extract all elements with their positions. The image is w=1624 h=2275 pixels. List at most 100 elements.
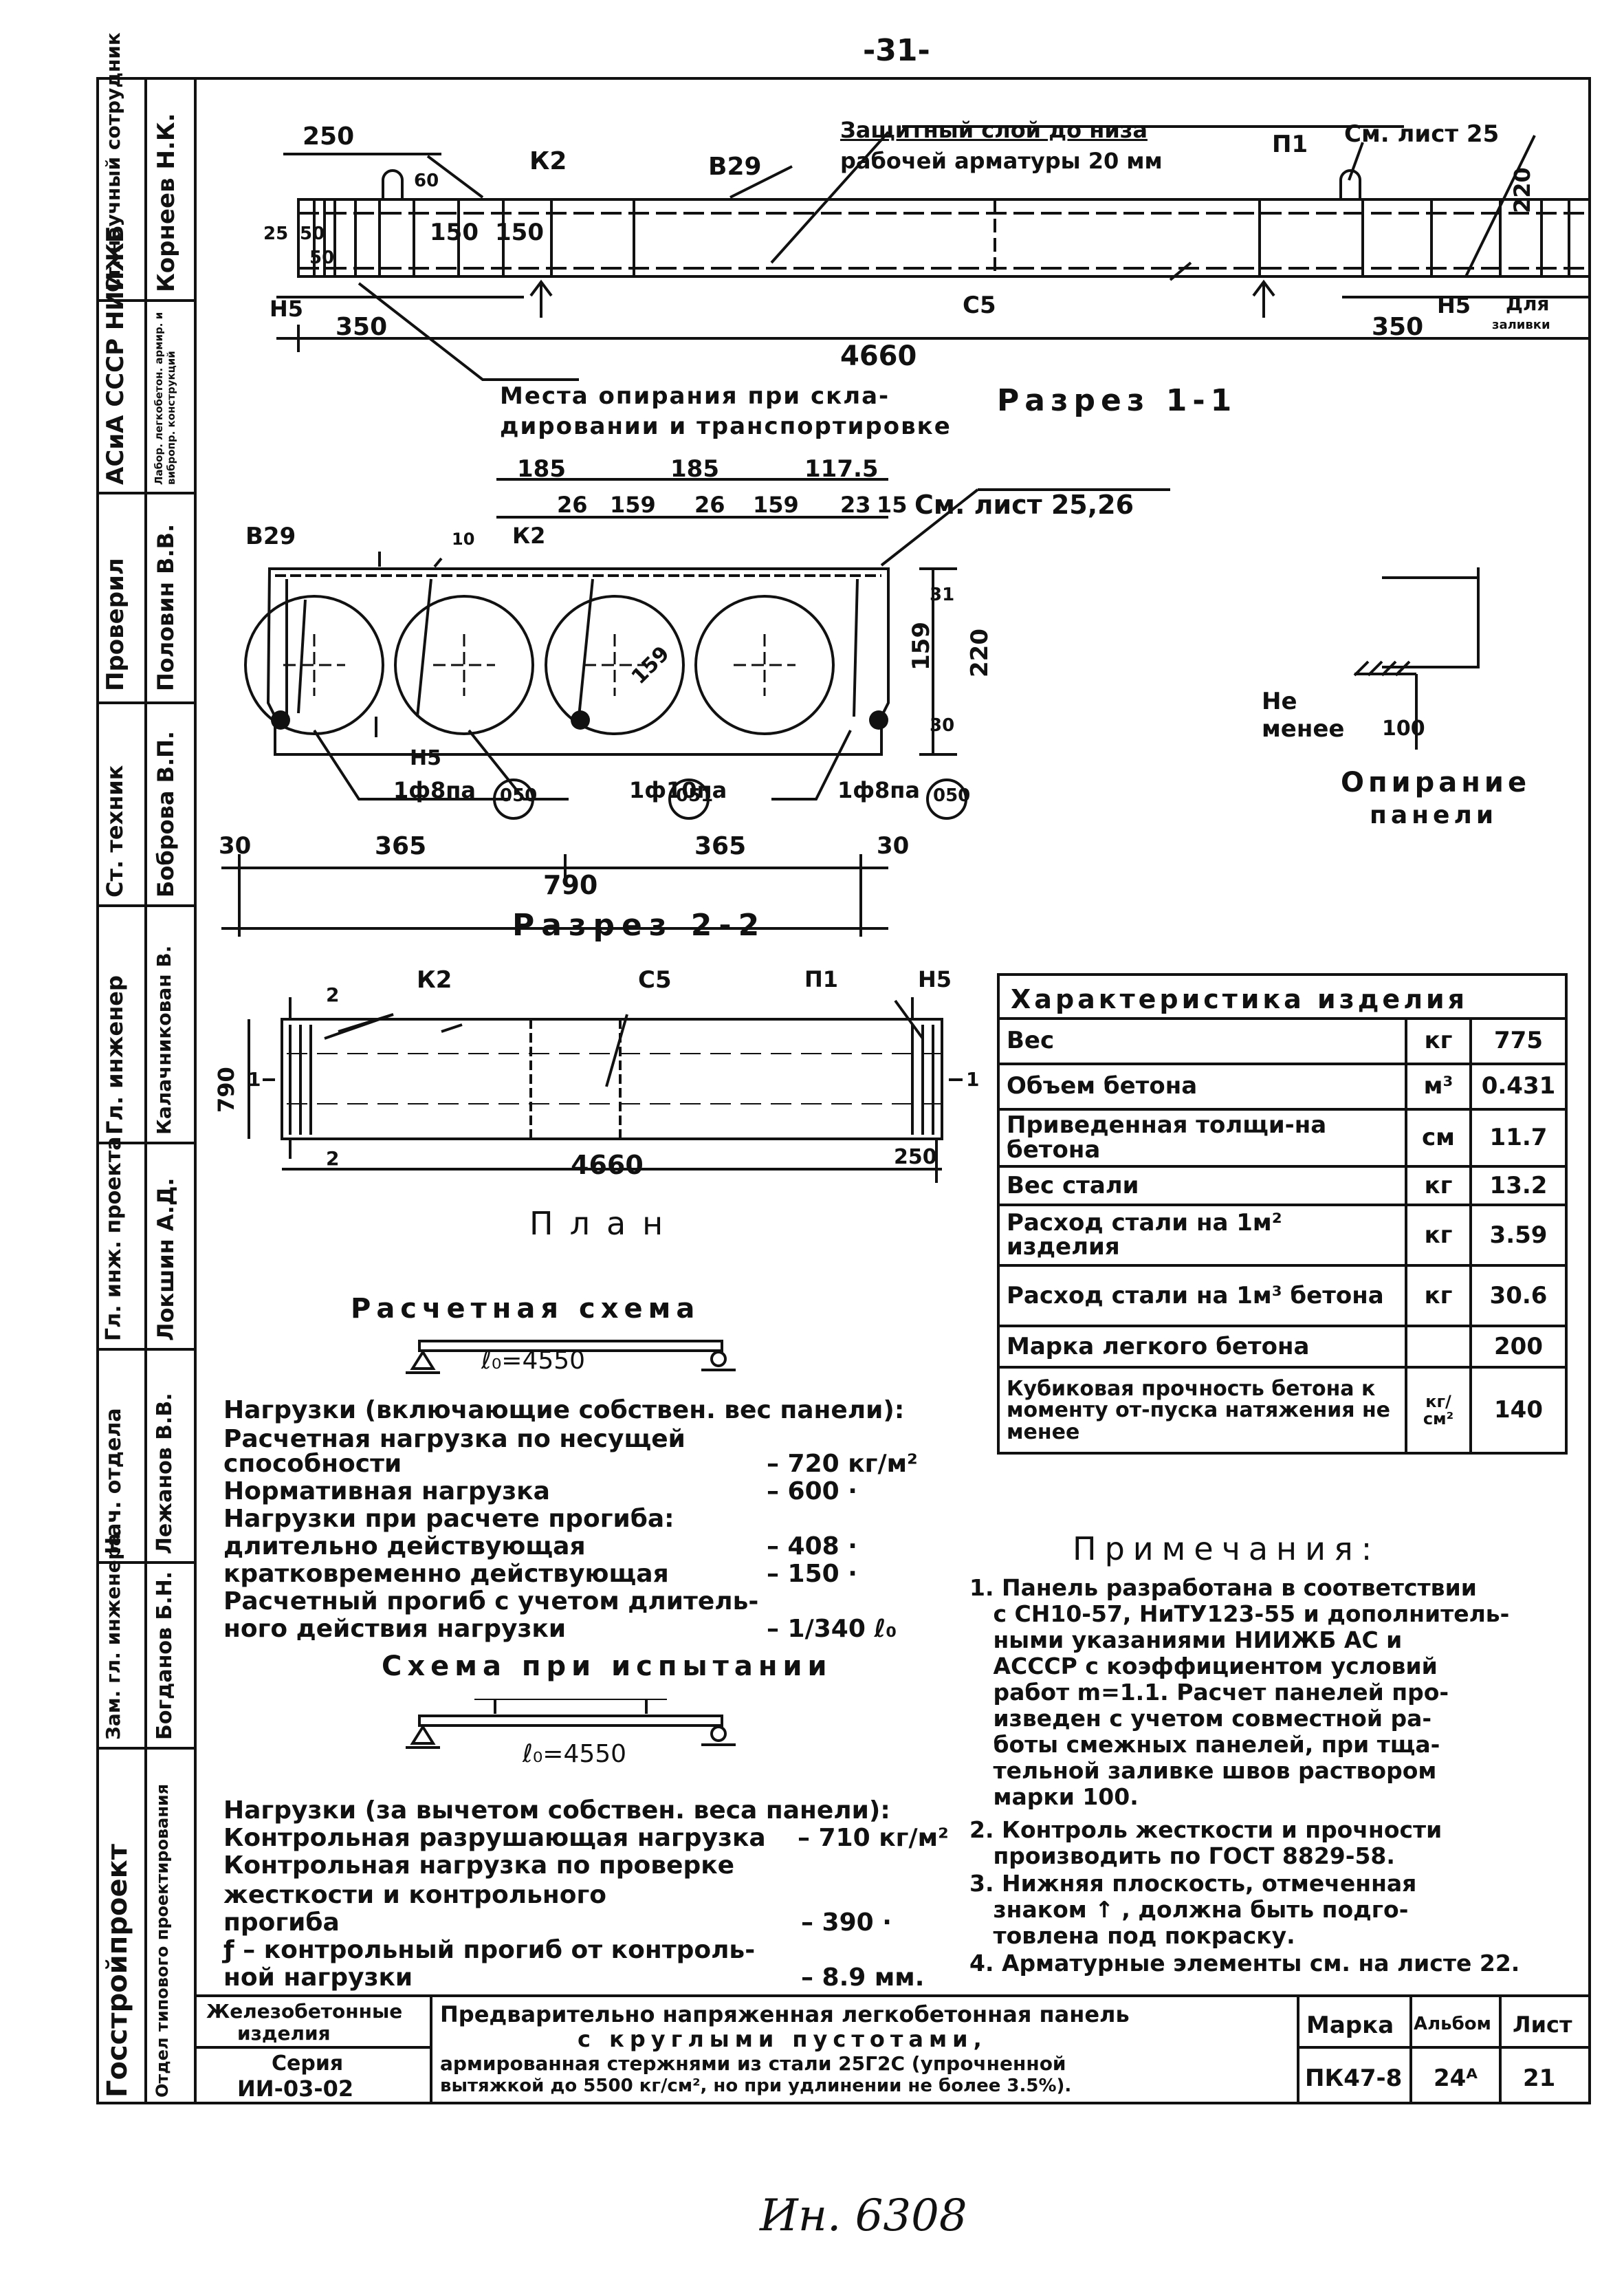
note-item-2: 2. Контроль жесткости и прочности произв… — [969, 1816, 1442, 1869]
stamp-name-8: Богданов Б.Н. — [153, 1571, 177, 1740]
cover-note-1: Защитный слой до низа — [840, 117, 1148, 143]
stamp-name-6: Локшин А.Д. — [153, 1177, 179, 1341]
stamp-role-2: АСиА СССР НИИЖБ — [102, 225, 129, 485]
char-value: 3.59 — [1469, 1204, 1568, 1267]
section-2-2-drawing — [221, 478, 1170, 937]
plan-label-n5: Н5 — [918, 966, 952, 992]
test-scheme-beam — [406, 1699, 736, 1749]
tb-desc-4: вытяжкой до 5500 кг/см², но при удлинени… — [440, 2076, 1072, 2096]
dim-30-v: 30 — [930, 715, 955, 736]
note-item-1: 1. Панель разработана в соответствии с С… — [969, 1574, 1510, 1810]
calc-load-value: – 720 кг/м² — [767, 1450, 918, 1478]
dim-350-left: 350 — [336, 313, 388, 341]
char-value: 775 — [1469, 1017, 1568, 1065]
calc-load-label: Расчетная нагрузка по несущей — [223, 1425, 685, 1453]
dim-220-s2: 220 — [966, 629, 994, 677]
test-load-label: ной нагрузки — [223, 1963, 413, 1992]
dim-159-a: 159 — [610, 492, 656, 518]
tb-desc-2: с круглыми пустотами, — [578, 2026, 987, 2052]
supports-note-1: Места опирания при скла- — [500, 382, 890, 410]
bar-call-1: 1ф8па — [393, 777, 476, 803]
calc-load-value: – 408 · — [767, 1532, 857, 1560]
support-dim-100: 100 — [1382, 717, 1425, 741]
char-value: 11.7 — [1469, 1107, 1568, 1168]
dim-50a: 50 — [300, 224, 325, 244]
note-item-4: 4. Арматурные элементы см. на листе 22. — [969, 1950, 1520, 1977]
notes-title: Примечания: — [1073, 1530, 1381, 1567]
test-load-label: Контрольная нагрузка по проверке — [223, 1851, 735, 1880]
plan-label-k2: К2 — [417, 966, 452, 994]
calc-span: ℓ₀=4550 — [481, 1347, 586, 1375]
dim-350-right: 350 — [1372, 313, 1424, 341]
char-unit: кг — [1405, 1017, 1472, 1065]
label-k2: К2 — [529, 147, 567, 175]
support-detail-drawing — [1353, 567, 1480, 750]
stamp-name-4: Боброва В.П. — [153, 730, 179, 897]
calc-load-value: – 600 · — [767, 1477, 857, 1505]
plan-cut-2-bottom: 2 — [326, 1147, 340, 1170]
label-p1: П1 — [1272, 131, 1308, 158]
calc-load-label: ного действия нагрузки — [223, 1615, 567, 1643]
section-1-1-drawing — [276, 125, 1591, 381]
stamp-dept: Отдел типового проектирования — [153, 1783, 172, 2098]
plan-title: План — [529, 1205, 680, 1242]
support-title-1: Опирание — [1341, 767, 1531, 798]
plan-dim-250: 250 — [894, 1145, 937, 1169]
stamp-role-3: Проверил — [102, 558, 129, 691]
calc-scheme-title: Расчетная схема — [351, 1293, 701, 1325]
dim-30-left: 30 — [219, 832, 252, 860]
dim-4660: 4660 — [840, 340, 917, 372]
cover-note-2: рабочей арматуры 20 мм — [840, 148, 1163, 174]
see-sheet-25-26: См. лист 25,26 — [914, 490, 1134, 520]
grout-note-2: заливки — [1492, 318, 1550, 332]
dim-15: 15 — [877, 492, 908, 518]
char-name: Расход стали на 1м² изделия — [997, 1204, 1407, 1267]
bar-call-3: 1ф8па — [837, 777, 920, 803]
char-name: Вес стали — [997, 1165, 1407, 1207]
label-v29: В29 — [708, 153, 762, 181]
dim-250: 250 — [303, 122, 355, 151]
char-unit: кг — [1405, 1165, 1472, 1207]
stamp-name-7: Лежанов В.В. — [153, 1393, 177, 1554]
dim-159-v: 159 — [908, 622, 935, 671]
calc-load-label: длительно действующая — [223, 1532, 586, 1560]
plan-dim-790: 790 — [213, 1067, 239, 1113]
test-load-label: жесткости и контрольного — [223, 1881, 607, 1909]
test-load-value: – 8.9 мм. — [801, 1963, 925, 1992]
plan-dim-4660: 4660 — [571, 1150, 644, 1180]
calc-load-label: Нагрузки при расчете прогиба: — [223, 1505, 674, 1533]
char-unit: м³ — [1405, 1063, 1472, 1111]
stamp-name-3: Половин В.В. — [153, 523, 179, 691]
title-block — [194, 1994, 1591, 2104]
bar-mark-1: 050 — [500, 785, 538, 806]
tb-album-label: Альбом — [1414, 2014, 1491, 2034]
support-min-1: Не — [1262, 688, 1297, 715]
tb-series: ИИ-03-02 — [237, 2076, 354, 2102]
dim-26-a: 26 — [557, 492, 588, 518]
plan-cut-1-right: 1 — [966, 1068, 980, 1091]
char-unit — [1405, 1325, 1472, 1369]
test-span: ℓ₀=4550 — [523, 1740, 627, 1768]
dim-26-b: 26 — [694, 492, 725, 518]
inventory-number: Ин. 6308 — [760, 2190, 967, 2241]
char-name: Объем бетона — [997, 1063, 1407, 1111]
dim-790: 790 — [543, 870, 598, 900]
characteristics-title: Характеристика изделия — [997, 973, 1568, 1019]
label-v29-s2: В29 — [245, 523, 296, 550]
char-unit: см — [1405, 1107, 1472, 1168]
stamp-role-6: Гл. инж. проекта — [102, 1136, 126, 1341]
dim-150a: 150 — [430, 219, 479, 246]
dim-365-right: 365 — [694, 832, 747, 860]
char-name: Приведенная толщи-на бетона — [997, 1107, 1407, 1168]
calc-loads-header: Нагрузки (включающие собствен. вес панел… — [223, 1396, 905, 1424]
stamp-name-1: Корнеев Н.К. — [153, 113, 180, 292]
dim-150b: 150 — [495, 219, 544, 246]
support-title-2: панели — [1370, 801, 1498, 829]
tb-category-2: изделия — [237, 2022, 331, 2045]
test-load-label: Контрольная разрушающая нагрузка — [223, 1824, 766, 1852]
label-n5-right: Н5 — [1437, 292, 1471, 318]
dim-185-b: 185 — [670, 455, 719, 483]
support-min-2: менее — [1262, 715, 1345, 743]
calc-load-label: способности — [223, 1450, 402, 1478]
see-sheet-25: См. лист 25 — [1344, 120, 1500, 148]
